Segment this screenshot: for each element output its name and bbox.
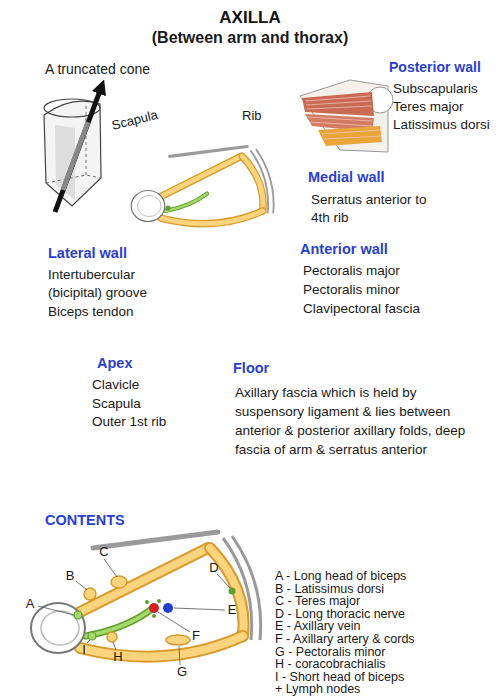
coracobrachialis-muscle [107,632,117,642]
leader-line [217,574,230,588]
contents-cross-section [31,532,261,657]
muscle-name: Pectoralis major [303,262,400,279]
region-heading: Medial wall [308,168,385,186]
pectoralis-minor-muscle [166,635,190,645]
fascia-name: Clavipectoral fascia [303,300,420,317]
region-heading: Anterior wall [300,240,388,258]
latissimus-dorsi-tendon [84,588,96,600]
long-thoracic-nerve [229,588,236,595]
teres-major-muscle [111,576,127,588]
key-entry: H - coracobrachialis [275,658,385,671]
brachial-cord [145,600,149,604]
callout-letter: E [224,602,240,618]
key-entry: + Lymph nodes [275,683,360,696]
axilla-cross-section [131,146,273,223]
leader-line [87,640,90,643]
muscle-fibres [306,96,381,139]
leader-line [76,581,87,590]
cone-axis-arrow [63,122,88,190]
leader-line [174,608,225,610]
muscle-name: Pectoralis minor [303,281,400,298]
muscle-name: Teres major [393,98,464,115]
nerve-dot [166,206,171,211]
leader-line [158,612,190,632]
illustration-label: A truncated cone [45,60,150,78]
key-entry: I - Short head of biceps [275,671,404,684]
key-entry: F - Axillary artery & cords [275,633,415,646]
latissimus-dorsi-muscle [318,126,382,146]
section-heading: CONTENTS [45,511,125,529]
subtitle: (Between arm and thorax) [0,28,500,48]
bone-label: Rib [242,108,262,124]
key-entry: C - Teres major [275,595,360,608]
short-head-biceps [88,632,96,640]
callout-letter: C [96,544,112,560]
callout-letter: D [206,560,222,576]
subscapularis-muscle [302,92,374,116]
muscle-name: Latissimus dorsi [393,116,490,133]
callout-letter: A [22,596,38,612]
key-entry: G - Pectoralis minor [275,646,385,659]
axillary-vein [163,603,173,613]
callout-letter: G [174,664,190,680]
region-heading: Apex [97,354,132,372]
cone-axis-arrow [55,88,101,212]
floor-description: Axillary fascia which is held by suspens… [235,383,473,459]
leader-line [38,606,74,615]
muscle-name: Serratus anterior to 4th rib [311,191,436,227]
diagram-title: AXILLA [0,7,500,28]
muscle-name: Subscapularis [393,80,478,97]
contents-structures [74,576,236,645]
brachial-cord [157,599,161,603]
callout-letter: F [188,628,204,644]
key-entry: B - Latissimus dorsi [275,583,384,596]
posterior-wall-picture [300,80,393,152]
long-head-biceps [74,611,82,619]
leader-line [113,642,116,650]
key-entry: E - Axillary vein [275,620,360,633]
cone-illustration [44,88,101,212]
key-entry: A - Long head of biceps [275,570,406,583]
callout-letter: I [76,642,92,658]
region-heading: Floor [233,359,269,377]
axillary-artery [149,603,159,613]
key-entry: D - Long thoracic nerve [275,608,405,621]
brachial-cord [152,614,156,618]
leader-line [104,559,117,577]
region-heading: Posterior wall [389,58,481,76]
leader-line [179,646,180,665]
landmark-name: Biceps tendon [48,303,134,320]
leader-lines [38,559,230,665]
bone-label: Scapula [110,107,159,134]
region-heading: Lateral wall [48,244,127,262]
callout-letter: B [62,568,78,584]
landmark-name: Intertubercular (bicipital) groove [48,266,170,302]
bone-name: Scapula [92,395,141,412]
bone-name: Outer 1st rib [92,413,166,430]
bone-name: Clavicle [92,376,139,393]
callout-letter: H [110,649,126,665]
